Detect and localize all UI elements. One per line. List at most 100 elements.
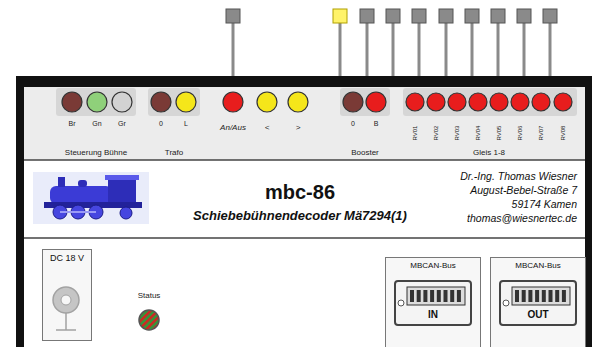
led <box>511 93 529 111</box>
separator <box>24 159 585 161</box>
pin <box>542 290 546 302</box>
led <box>87 92 107 112</box>
pin-head <box>465 9 479 23</box>
chimney <box>58 177 65 187</box>
group-label: Gleis 1-8 <box>473 149 505 157</box>
address-line: August-Bebel-Straße 7 <box>470 185 577 197</box>
bus-port-box: MBCAN-BusOUT <box>490 257 586 347</box>
pin-head <box>386 9 400 23</box>
pin <box>410 290 414 302</box>
status-label: Status <box>138 292 161 300</box>
bus-connector: IN <box>394 280 472 326</box>
box-label: MBCAN-Bus <box>410 262 455 271</box>
led <box>343 92 363 112</box>
title-band: mbc-86Schiebebühnendecoder Mä7294(1)Dr.-… <box>24 161 585 237</box>
group-label: Trafo <box>165 149 183 157</box>
track-led-label: RV05 <box>496 126 502 141</box>
track-led-label: RV02 <box>433 126 439 141</box>
pin <box>417 290 421 302</box>
bus-port-box: MBCAN-BusIN <box>385 257 481 347</box>
boiler <box>50 186 112 204</box>
led <box>469 93 487 111</box>
pin-wire <box>523 22 526 76</box>
led <box>406 93 424 111</box>
cab-roof <box>105 175 139 180</box>
track-led-label: RV01 <box>412 126 418 141</box>
led <box>448 93 466 111</box>
pin-wire <box>471 22 474 76</box>
pin <box>450 290 454 302</box>
led <box>257 92 277 112</box>
pin-head <box>517 9 531 23</box>
led-label: L <box>184 120 188 127</box>
pin <box>555 290 559 302</box>
led <box>532 93 550 111</box>
separator <box>24 237 585 239</box>
led-label: Gn <box>92 120 101 127</box>
wheel <box>120 207 132 219</box>
pin-wire <box>418 22 421 76</box>
led-label: 0 <box>351 120 355 127</box>
pin-head <box>333 9 347 23</box>
led <box>151 92 171 112</box>
pin-head <box>412 9 426 23</box>
track-led-label: RV03 <box>454 126 460 141</box>
pin-head <box>543 9 557 23</box>
pin-wire <box>339 22 342 76</box>
led-label: Gr <box>118 120 126 127</box>
cab <box>108 178 136 206</box>
led <box>490 93 508 111</box>
led <box>176 92 196 112</box>
led-label: B <box>374 120 379 127</box>
pin <box>562 290 566 302</box>
plug-pins <box>396 285 470 307</box>
led-label: Br <box>69 120 76 127</box>
led-group <box>56 88 136 116</box>
pin-head <box>439 9 453 23</box>
led <box>223 92 243 112</box>
led <box>366 92 386 112</box>
plug-pins <box>501 285 575 307</box>
led-label: An/Aus <box>220 124 246 132</box>
led-label: < <box>265 124 270 132</box>
locomotive-picture <box>33 172 149 224</box>
track-led-label: RV06 <box>517 126 523 141</box>
led <box>427 93 445 111</box>
pin-wire <box>497 22 500 76</box>
port-name: IN <box>428 309 438 320</box>
pin-wire <box>366 22 369 76</box>
pin <box>423 290 427 302</box>
address-line: 59174 Kamen <box>512 199 577 211</box>
pin-wire <box>549 22 552 76</box>
group-label: Booster <box>351 149 379 157</box>
pin <box>535 290 539 302</box>
pin-row <box>407 287 465 305</box>
screw <box>398 300 404 306</box>
picture-ground <box>33 172 149 224</box>
port-name: OUT <box>527 309 548 320</box>
pin <box>522 290 526 302</box>
pin <box>515 290 519 302</box>
box-label: DC 18 V <box>50 254 84 264</box>
pin <box>528 290 532 302</box>
box-label: MBCAN-Bus <box>515 262 560 271</box>
device-name: mbc-86 <box>265 181 335 203</box>
screw <box>503 300 509 306</box>
pin-wire <box>445 22 448 76</box>
address-line: thomas@wiesnertec.de <box>467 213 577 225</box>
housing-inner <box>24 87 585 347</box>
led-panel <box>24 87 585 160</box>
led <box>62 92 82 112</box>
device-subtitle: Schiebebühnendecoder Mä7294(1) <box>193 209 407 223</box>
dome <box>78 180 87 187</box>
group-label: Steuerung Bühne <box>65 149 127 157</box>
pin-head <box>360 9 374 23</box>
track-led-label: RV08 <box>560 126 566 141</box>
pin-wire <box>232 22 235 76</box>
pin <box>457 290 461 302</box>
pin-head <box>491 9 505 23</box>
coupling-rod <box>60 211 96 213</box>
track-led-label: RV07 <box>538 126 544 141</box>
led-label: > <box>296 124 301 132</box>
